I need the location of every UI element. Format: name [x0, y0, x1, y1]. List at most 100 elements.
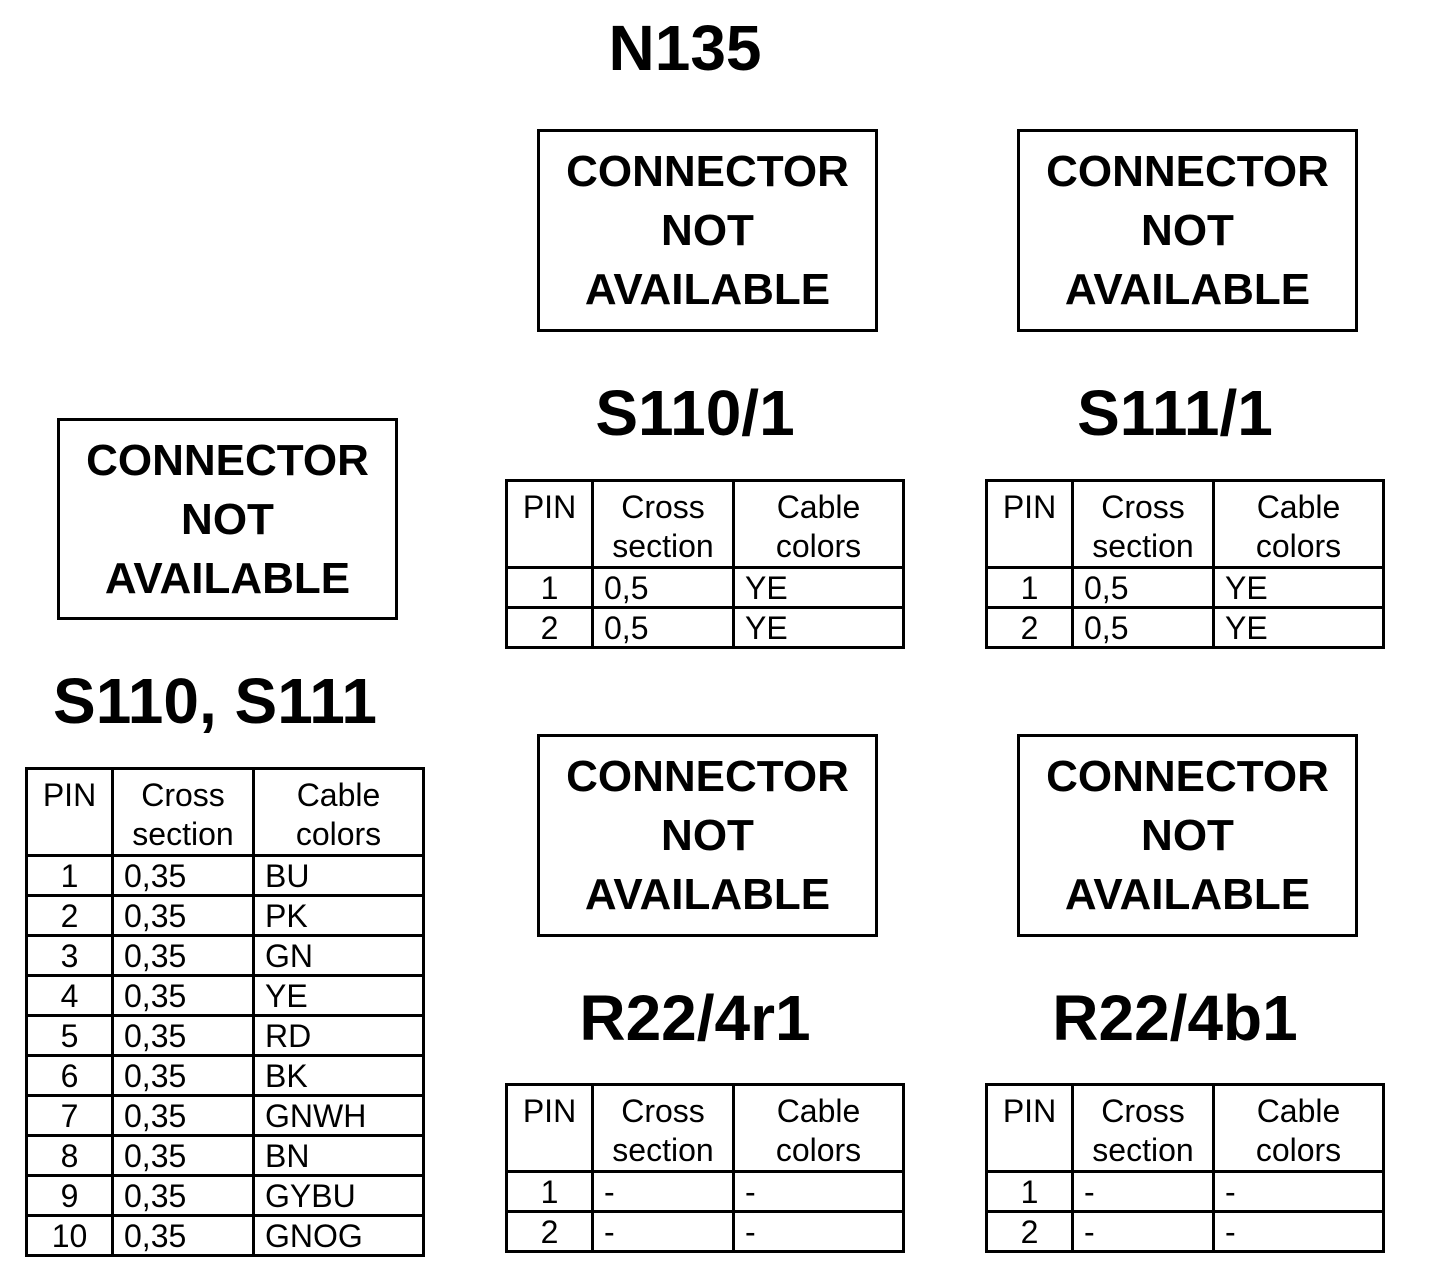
connector-title-r22-4b1: R22/4b1	[1052, 982, 1298, 1054]
page-title: N135	[608, 12, 762, 84]
placeholder-line-3: AVAILABLE	[104, 553, 351, 603]
cross-section-value: 0,5	[591, 566, 735, 609]
placeholder-line-1: CONNECTOR	[1046, 752, 1329, 801]
cross-section-value: 0,35	[111, 1134, 255, 1177]
pin-number: 9	[25, 1174, 114, 1217]
pin-number: 10	[25, 1214, 114, 1257]
connector-not-available-placeholder: CONNECTOR NOT AVAILABLE	[1017, 129, 1358, 332]
placeholder-line-2: NOT	[1141, 811, 1234, 860]
cable-color-value: YE	[1212, 606, 1385, 649]
cross-section-value: 0,35	[111, 1214, 255, 1257]
header-cross-section-line: section	[1092, 528, 1194, 564]
pin-number: 2	[985, 606, 1074, 649]
pin-number: 5	[25, 1014, 114, 1057]
table-row: 1--	[985, 1170, 1385, 1213]
cable-color-value: -	[732, 1210, 905, 1253]
cross-section-value: 0,35	[111, 854, 255, 897]
placeholder-line-3: AVAILABLE	[584, 265, 831, 314]
cable-color-value: YE	[1212, 566, 1385, 609]
header-cross-section-line: Cross	[1101, 1093, 1185, 1129]
connector-title-s110-s111: S110, S111	[53, 665, 377, 737]
placeholder-line-3: AVAILABLE	[584, 870, 831, 919]
pin-number: 1	[985, 1170, 1074, 1213]
placeholder-line-2: NOT	[1141, 206, 1234, 255]
cross-section-value: -	[591, 1170, 735, 1213]
cable-color-value: GNWH	[252, 1094, 425, 1137]
pin-number: 8	[25, 1134, 114, 1177]
placeholder-line-1: CONNECTOR	[86, 435, 369, 485]
cross-section-value: -	[1071, 1170, 1215, 1213]
header-cross-section-line: section	[1092, 1132, 1194, 1168]
header-cross-section-line: Cross	[141, 777, 225, 813]
header-cross-section-line: section	[612, 528, 714, 564]
connector-title-s110-1: S110/1	[595, 377, 795, 449]
header-cable-colors-line: colors	[1255, 528, 1342, 564]
connector-title-s111-1: S111/1	[1077, 377, 1273, 449]
header-cross-section-line: section	[132, 816, 234, 852]
header-cable-colors-line: Cable	[296, 777, 381, 813]
table-row: 2--	[505, 1210, 905, 1253]
pin-number: 2	[505, 606, 594, 649]
cross-section-value: 0,5	[591, 606, 735, 649]
cable-color-value: YE	[252, 974, 425, 1017]
cross-section-value: 0,35	[111, 894, 255, 937]
header-cross-section-line: section	[612, 1132, 714, 1168]
header-pin: PIN	[25, 767, 114, 857]
placeholder-line-2: NOT	[661, 206, 754, 255]
table-row: 1--	[505, 1170, 905, 1213]
cross-section-value: 0,35	[111, 934, 255, 977]
connector-not-available-placeholder: CONNECTOR NOT AVAILABLE	[57, 418, 398, 620]
connector-not-available-placeholder: CONNECTOR NOT AVAILABLE	[537, 129, 878, 332]
header-cable-colors-line: Cable	[1256, 489, 1341, 525]
pin-number: 1	[505, 1170, 594, 1213]
placeholder-line-1: CONNECTOR	[566, 147, 849, 196]
placeholder-line-3: AVAILABLE	[1064, 870, 1311, 919]
header-cross-section-line: Cross	[621, 489, 705, 525]
connector-title-r22-4r1: R22/4r1	[579, 982, 811, 1054]
cross-section-value: 0,35	[111, 1174, 255, 1217]
cable-color-value: GN	[252, 934, 425, 977]
connector-not-available-placeholder: CONNECTOR NOT AVAILABLE	[1017, 734, 1358, 937]
cable-color-value: YE	[732, 606, 905, 649]
header-pin: PIN	[505, 1083, 594, 1173]
cable-color-value: YE	[732, 566, 905, 609]
header-cable-colors-line: Cable	[776, 489, 861, 525]
pin-number: 3	[25, 934, 114, 977]
cross-section-value: 0,5	[1071, 606, 1215, 649]
cable-color-value: BN	[252, 1134, 425, 1177]
pin-number: 2	[505, 1210, 594, 1253]
header-cable-colors-line: colors	[775, 528, 862, 564]
placeholder-line-2: NOT	[181, 494, 274, 544]
header-cross-section-line: Cross	[1101, 489, 1185, 525]
cable-color-value: -	[1212, 1210, 1385, 1253]
pin-number: 1	[985, 566, 1074, 609]
pin-number: 4	[25, 974, 114, 1017]
cross-section-value: 0,5	[1071, 566, 1215, 609]
cable-color-value: RD	[252, 1014, 425, 1057]
